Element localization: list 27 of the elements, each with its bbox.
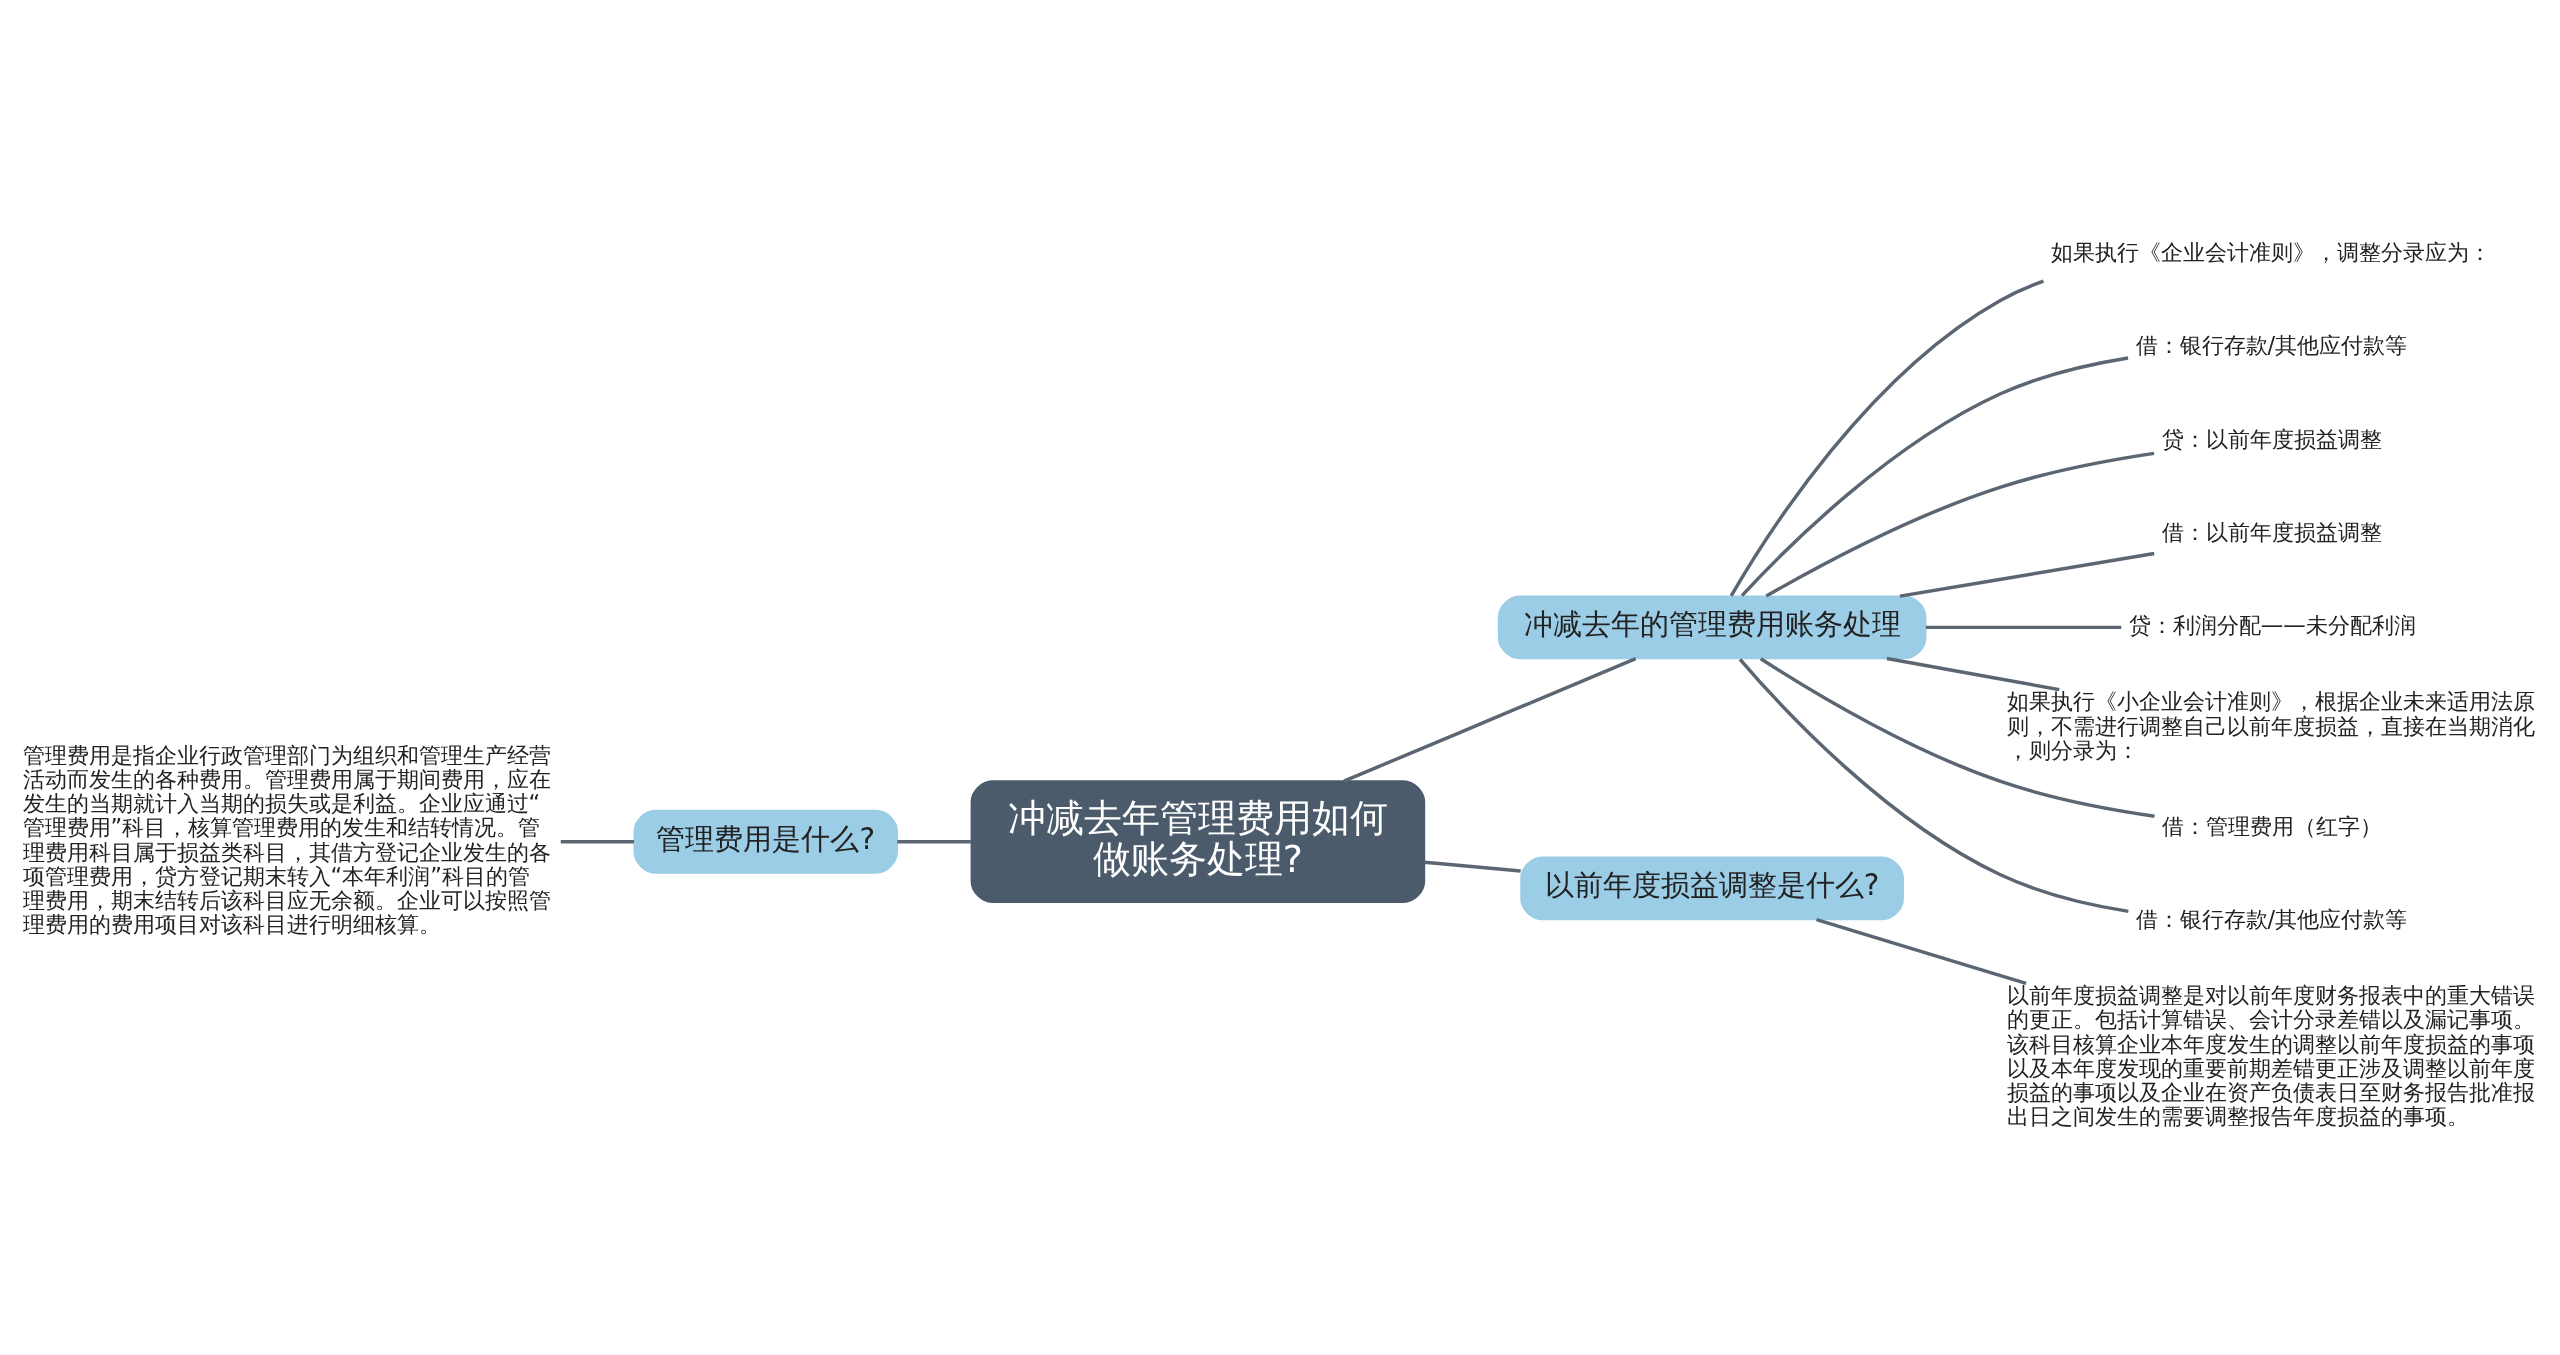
node-box: 管理费用是什么?	[633, 809, 898, 874]
connector	[897, 839, 971, 844]
connector	[1899, 551, 2155, 598]
node-text: 贷：利润分配——未分配利润	[2128, 612, 2416, 639]
node-text: 借：管理费用（红字）	[2161, 812, 2382, 839]
connector	[1738, 658, 2129, 914]
node-text: 如果执行《小企业会计准则》，根据企业未来适用法原则，不需进行调整自己以前年度损益，直接在当期消化，则分录为：	[2006, 688, 2535, 763]
connector	[1816, 918, 2027, 986]
connector	[1740, 356, 2129, 597]
node-box: 以前年度损益调整是什么?	[1520, 856, 1904, 921]
node-text: 借：银行存款/其他应付款等	[2135, 906, 2408, 933]
connector	[1424, 860, 1521, 873]
connector	[1765, 451, 2155, 598]
node-text: 如果执行《企业会计准则》，调整分录应为：	[2050, 238, 2491, 265]
node-box: 冲减去年管理费用如何做账务处理?	[970, 780, 1426, 904]
node-text: 管理费用是指企业行政管理部门为组织和管理生产经营活动而发生的各种费用。管理费用属于期间费用，应在发生的当期就计入当期的损失或是利益。企业应通过“管理费用”科目，核算管理费用的发生和结转情况。管理费用科目属于损益类科目，其借方登记企业发生的各项管理费用，贷方登记期末转入“本年利润”科目的管理费用，期末结转后该科目应无余额。企业可以按照管理费用的费用项目对该科目进行明细核算。	[22, 741, 551, 938]
connector	[1925, 625, 2122, 630]
node-text: 借：银行存款/其他应付款等	[2135, 332, 2408, 359]
node-text: 以前年度损益调整是对以前年度财务报表中的重大错误的更正。包括计算错误、会计分录差错以及漏记事项。该科目核算企业本年度发生的调整以前年度损益的事项以及本年度发现的重要前期差错更正涉及调整以前年度损益的事项以及企业在资产负债表日至财务报告批准报出日之间发生的需要调整报告年度损益的事项。	[2006, 982, 2535, 1130]
node-text: 借：以前年度损益调整	[2161, 518, 2382, 545]
connector	[1343, 657, 1637, 783]
connector	[1729, 279, 2045, 597]
connector	[1886, 656, 2060, 692]
node-box: 冲减去年的管理费用账务处理	[1497, 595, 1927, 660]
node-text: 贷：以前年度损益调整	[2161, 425, 2382, 452]
connector	[1759, 657, 2155, 818]
connector	[560, 839, 634, 844]
